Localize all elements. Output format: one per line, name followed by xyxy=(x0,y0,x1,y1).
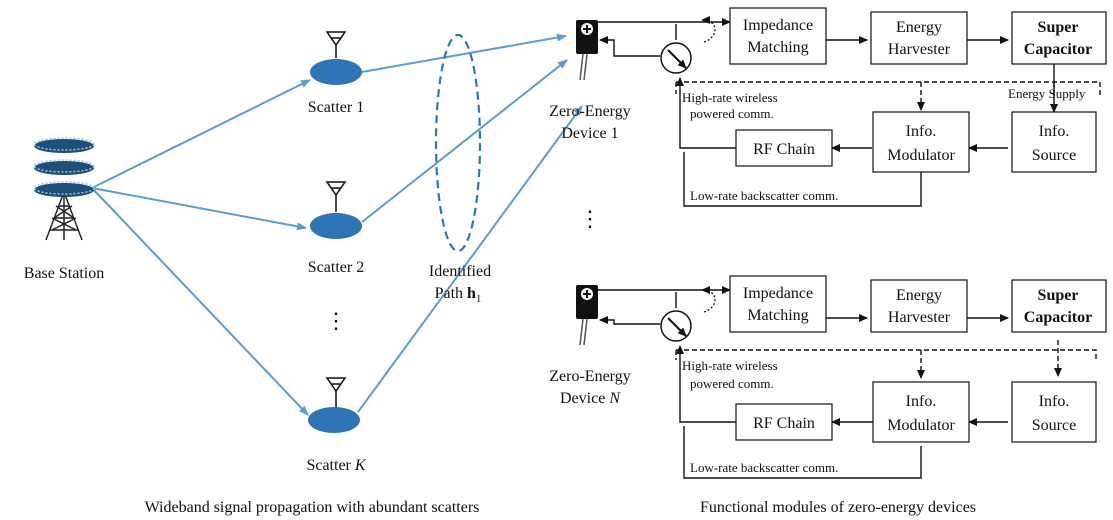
rf-chain-block xyxy=(735,129,833,167)
low-rate-label: Low-rate backscatter comm. xyxy=(690,460,838,475)
energy-harvester-block xyxy=(870,11,968,65)
switch-icon xyxy=(660,42,692,74)
block-label: Impedance xyxy=(743,17,813,34)
scatter-label: Scatter 1 xyxy=(308,99,364,116)
info-source-block xyxy=(1011,111,1097,173)
block-label: Matching xyxy=(747,307,808,324)
antenna-icon xyxy=(325,377,347,408)
scatter1-to-device1 xyxy=(361,33,567,73)
base-station: Base Station xyxy=(24,137,104,282)
variable-symbol: N xyxy=(608,390,621,407)
scatter-ellipse xyxy=(310,213,362,239)
switch-arc-icon xyxy=(701,16,716,43)
scatter-k-label: Scatter K xyxy=(306,457,366,474)
bs-to-scatterK xyxy=(91,187,309,416)
device-label-line2: Device N xyxy=(560,390,621,407)
high-rate-label-2: powered comm. xyxy=(690,376,774,391)
device-label-line1: Zero-Energy xyxy=(549,103,630,120)
variable-symbol: K xyxy=(354,457,367,474)
identified-path-ellipse xyxy=(434,33,482,253)
caption-left: Wideband signal propagation with abundan… xyxy=(145,499,480,516)
scatter-ellipsis: ⋮ xyxy=(325,308,347,333)
super-capacitor-block xyxy=(1011,11,1107,65)
block-label: Matching xyxy=(747,39,808,56)
impedance-matching-block xyxy=(729,7,827,65)
super-capacitor-block xyxy=(1011,279,1107,333)
block-label: Energy xyxy=(896,287,942,304)
switch-icon xyxy=(660,310,692,342)
scatter-ellipse xyxy=(308,407,360,433)
dashed-control xyxy=(675,81,1101,111)
block-label: Super xyxy=(1038,19,1079,36)
bs-to-scatter1 xyxy=(91,79,311,189)
signal-lines xyxy=(91,33,583,416)
tag-icon xyxy=(576,20,598,81)
block-label: Source xyxy=(1032,147,1076,164)
device-label-line2: Device 1 xyxy=(561,125,618,142)
base-station-label: Base Station xyxy=(24,265,104,282)
low-rate-label: Low-rate backscatter comm. xyxy=(690,188,838,203)
antenna-icon xyxy=(325,181,347,212)
device-label-line1: Zero-Energy xyxy=(549,368,630,385)
block-label: Super xyxy=(1038,287,1079,304)
identified-path-line1: Identified xyxy=(429,263,491,280)
tower-icon xyxy=(45,191,83,241)
wires xyxy=(598,286,1009,479)
block-label: Info. xyxy=(1039,393,1070,410)
impedance-matching-block xyxy=(729,275,827,333)
antenna-array-icon xyxy=(33,137,95,197)
scatter-label: Scatter 2 xyxy=(308,259,364,276)
bs-to-scatter2 xyxy=(91,187,307,231)
block-label: Harvester xyxy=(888,309,951,326)
block-label: Impedance xyxy=(743,285,813,302)
device-1: Zero-Energy Device 1 Impedance xyxy=(549,7,1107,207)
caption-right: Functional modules of zero-energy device… xyxy=(700,499,976,516)
block-label: RF Chain xyxy=(753,141,815,158)
high-rate-label-1: High-rate wireless xyxy=(682,90,778,105)
block-label: Source xyxy=(1032,417,1076,434)
tag-icon xyxy=(576,285,598,346)
scatter2-to-device1 xyxy=(361,59,568,223)
energy-harvester-block xyxy=(870,279,968,333)
identified-path-line2: Path h1 xyxy=(435,285,482,305)
block-label: Harvester xyxy=(888,41,951,58)
block-label: Capacitor xyxy=(1024,309,1092,326)
scatter-1: Scatter 1 xyxy=(308,31,364,116)
antenna-icon xyxy=(325,31,347,58)
info-modulator-block xyxy=(872,111,970,173)
device-n: Zero-Energy Device N Impedance Matching xyxy=(549,275,1107,479)
scatterK-to-device1 xyxy=(357,105,583,413)
block-label: Modulator xyxy=(887,147,955,164)
energy-supply-label: Energy Supply xyxy=(1008,86,1086,101)
block-label: Info. xyxy=(1039,123,1070,140)
device-ellipsis: ⋮ xyxy=(579,206,601,231)
rf-chain-block xyxy=(735,403,833,441)
high-rate-label-1: High-rate wireless xyxy=(682,358,778,373)
block-label: Info. xyxy=(906,123,937,140)
info-source-block xyxy=(1011,381,1097,443)
scatter-ellipse xyxy=(310,59,362,85)
block-label: Modulator xyxy=(887,417,955,434)
scatter-k: Scatter K xyxy=(306,377,367,474)
high-rate-label-2: powered comm. xyxy=(690,106,774,121)
block-label: Capacitor xyxy=(1024,41,1092,58)
switch-arc-icon xyxy=(701,286,716,313)
scatter-2: Scatter 2 xyxy=(308,181,364,276)
block-label: Energy xyxy=(896,19,942,36)
block-label: Info. xyxy=(906,393,937,410)
block-label: RF Chain xyxy=(753,415,815,432)
info-modulator-block xyxy=(872,381,970,443)
dashed-control xyxy=(675,340,1097,379)
